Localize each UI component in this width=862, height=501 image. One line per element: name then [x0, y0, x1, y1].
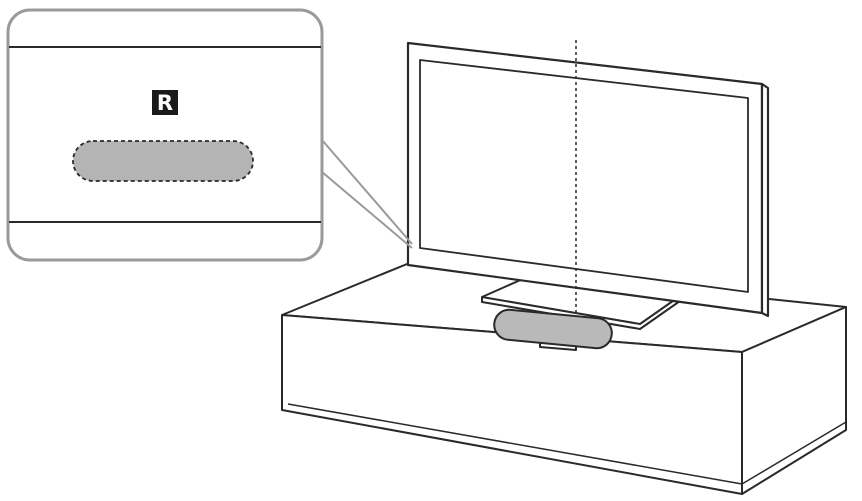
callout-leader: [321, 139, 413, 249]
right-side-marker-bg: [152, 90, 178, 115]
tv-frame-thickness: [760, 82, 770, 318]
tv-screen: [419, 59, 749, 293]
television: [406, 40, 770, 318]
dashed-sensor-area-icon: [72, 140, 254, 182]
cabinet-side: [741, 306, 847, 495]
magnified-callout: R: [6, 8, 324, 262]
callout-leader-lower: [321, 171, 413, 249]
callout-leader-upper: [321, 139, 413, 245]
callout-box: [6, 8, 324, 262]
sound-bar-body: [493, 308, 613, 350]
right-side-marker-label: R: [157, 91, 173, 115]
right-side-marker-icon: R: [152, 90, 178, 115]
sound-bar: [493, 308, 613, 351]
cabinet-side-base-line: [741, 421, 847, 485]
cabinet-front-base-line: [287, 403, 743, 485]
